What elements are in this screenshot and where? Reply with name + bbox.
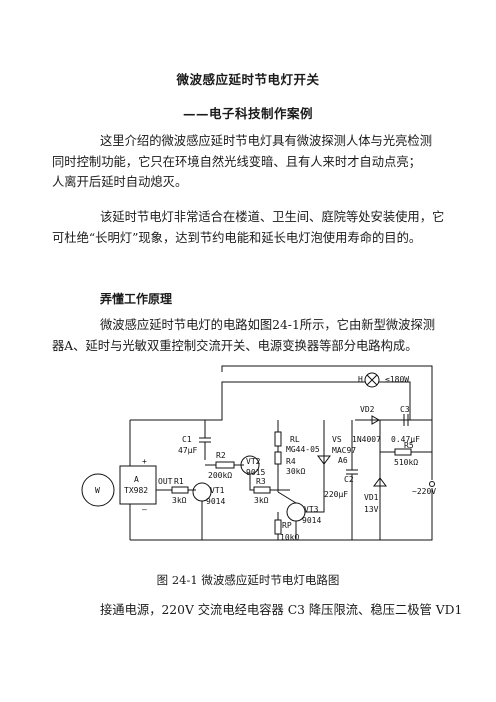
label-r3: R3 [256,477,266,486]
rp-potentiometer-icon [274,519,282,535]
label-r5: R5 [404,441,414,450]
label-vt1-val: 9014 [206,497,225,506]
microwave-sensor-icon [81,473,115,507]
label-c2: C2 [344,475,354,484]
label-rl: RL [290,435,300,444]
label-lamp: ≤180W [385,375,409,384]
label-r5-val: 510kΩ [394,458,418,467]
section-heading: 弄懂工作原理 [100,292,173,306]
ac-wire [130,430,433,541]
c3-capacitor-icon [403,414,409,426]
r2-resistor-icon [215,461,235,469]
label-c3: C3 [400,405,410,414]
label-c3-val: 0.47μF [391,435,420,444]
label-r2: R2 [216,451,226,460]
ac-terminal [429,481,435,487]
lamp-icon [364,372,380,388]
paragraph-1-line: 人离开后延时自动熄灭。 [52,175,188,189]
paragraph-3-line: 器A、延时与光敏双重控制交流开关、电源变换器等部分电路构成。 [52,338,418,353]
r1-resistor-icon [171,486,189,494]
label-a: A [134,475,139,484]
label-r2-val: 200kΩ [208,471,232,480]
document-title: 微波感应延时节电灯开关 [176,72,320,87]
label-vt2: VT2 [246,457,261,466]
rl-photoresistor-icon [274,431,282,447]
paragraph-4: 接通电源，220V 交流电经电容器 C3 降压限流、稳压二极管 VD1 [76,600,463,621]
label-r1-val: 3kΩ [172,496,187,505]
vd2-diode-icon [371,415,381,425]
paragraph-4-line: 接通电源，220V 交流电经电容器 C3 降压限流、稳压二极管 VD1 [100,603,463,617]
vt3-wire [277,470,325,540]
label-c2-val: 220μF [324,490,348,499]
label-w: W [95,486,100,495]
label-vs-val: MAC97 [332,446,356,455]
module-a-box [119,465,157,505]
label-rp-val: 10kΩ [280,533,299,542]
label-r3-val: 3kΩ [254,496,269,505]
paragraph-1-line: 同时控制功能，它只在环境自然光线变暗、且有人来时才自动点亮； [52,154,421,169]
c1-capacitor-icon [199,420,211,460]
label-vt3-val: 9014 [302,516,321,525]
label-plus: + [142,457,147,466]
c2-capacitor-icon [346,420,358,540]
label-vt1: VT1 [210,486,225,495]
label-h: H [358,375,363,384]
label-r1: R1 [174,477,184,486]
label-vd2: VD2 [360,405,375,414]
label-out: OUT [158,477,173,486]
vd1-zener-icon [373,477,387,487]
label-minus: — [142,505,147,514]
label-rp: RP [282,521,292,530]
paragraph-2-line: 可杜绝“长明灯”现象，达到节约电能和延长电灯泡使用寿命的目的。 [52,230,422,245]
vs-triac-icon [317,420,331,470]
r4-resistor-icon [274,451,282,465]
paragraph-3: 微波感应延时节电灯的电路如图24-1所示，它由新型微波探测 器A、延时与光敏双重… [52,315,448,356]
label-r4: R4 [286,457,296,466]
label-vd2-val: 1N4007 [352,435,381,444]
label-a-val: TX982 [124,486,148,495]
label-c1-val: 47μF [178,446,197,455]
paragraph-1-line: 这里介绍的微波感应延时节电灯具有微波探测人体与光亮检测 [100,134,433,148]
paragraph-1: 这里介绍的微波感应延时节电灯具有微波探测人体与光亮检测 同时控制功能，它只在环境… [52,131,448,193]
label-vs: VS [332,435,342,444]
top-rail-wire [221,365,433,430]
r3-resistor-icon [253,486,271,494]
r3-wire [249,474,290,491]
label-vd1: VD1 [364,493,379,502]
lamp-cross [366,374,378,386]
document-subtitle: ——电子科技制作案例 [182,106,313,121]
label-vt3: VT3 [304,505,319,514]
circuit-diagram: H ≤180W VD2 1N4007 C3 0.47μF R5 510kΩ ~2… [81,365,436,542]
figure-caption: 图 24-1 微波感应延时节电灯电路图 [156,573,340,587]
label-r4-val: 30kΩ [286,467,305,476]
label-vd1-val: 13V [364,505,379,514]
lamp-circuit-wire [130,381,411,421]
paragraph-3-line: 微波感应延时节电灯的电路如图24-1所示，它由新型微波探测 [100,318,436,332]
label-c1: C1 [182,435,192,444]
label-rl-val: MG44-05 [286,445,320,454]
paragraph-2-line: 该延时节电灯非常适合在楼道、卫生间、庭院等处安装使用，它 [100,210,445,224]
label-vs-val2: A6 [338,456,348,465]
label-vt2-val: 9015 [246,468,265,477]
label-ac: ~220V [412,487,436,496]
paragraph-2: 该延时节电灯非常适合在楼道、卫生间、庭院等处安装使用，它 可杜绝“长明灯”现象，… [52,207,448,248]
